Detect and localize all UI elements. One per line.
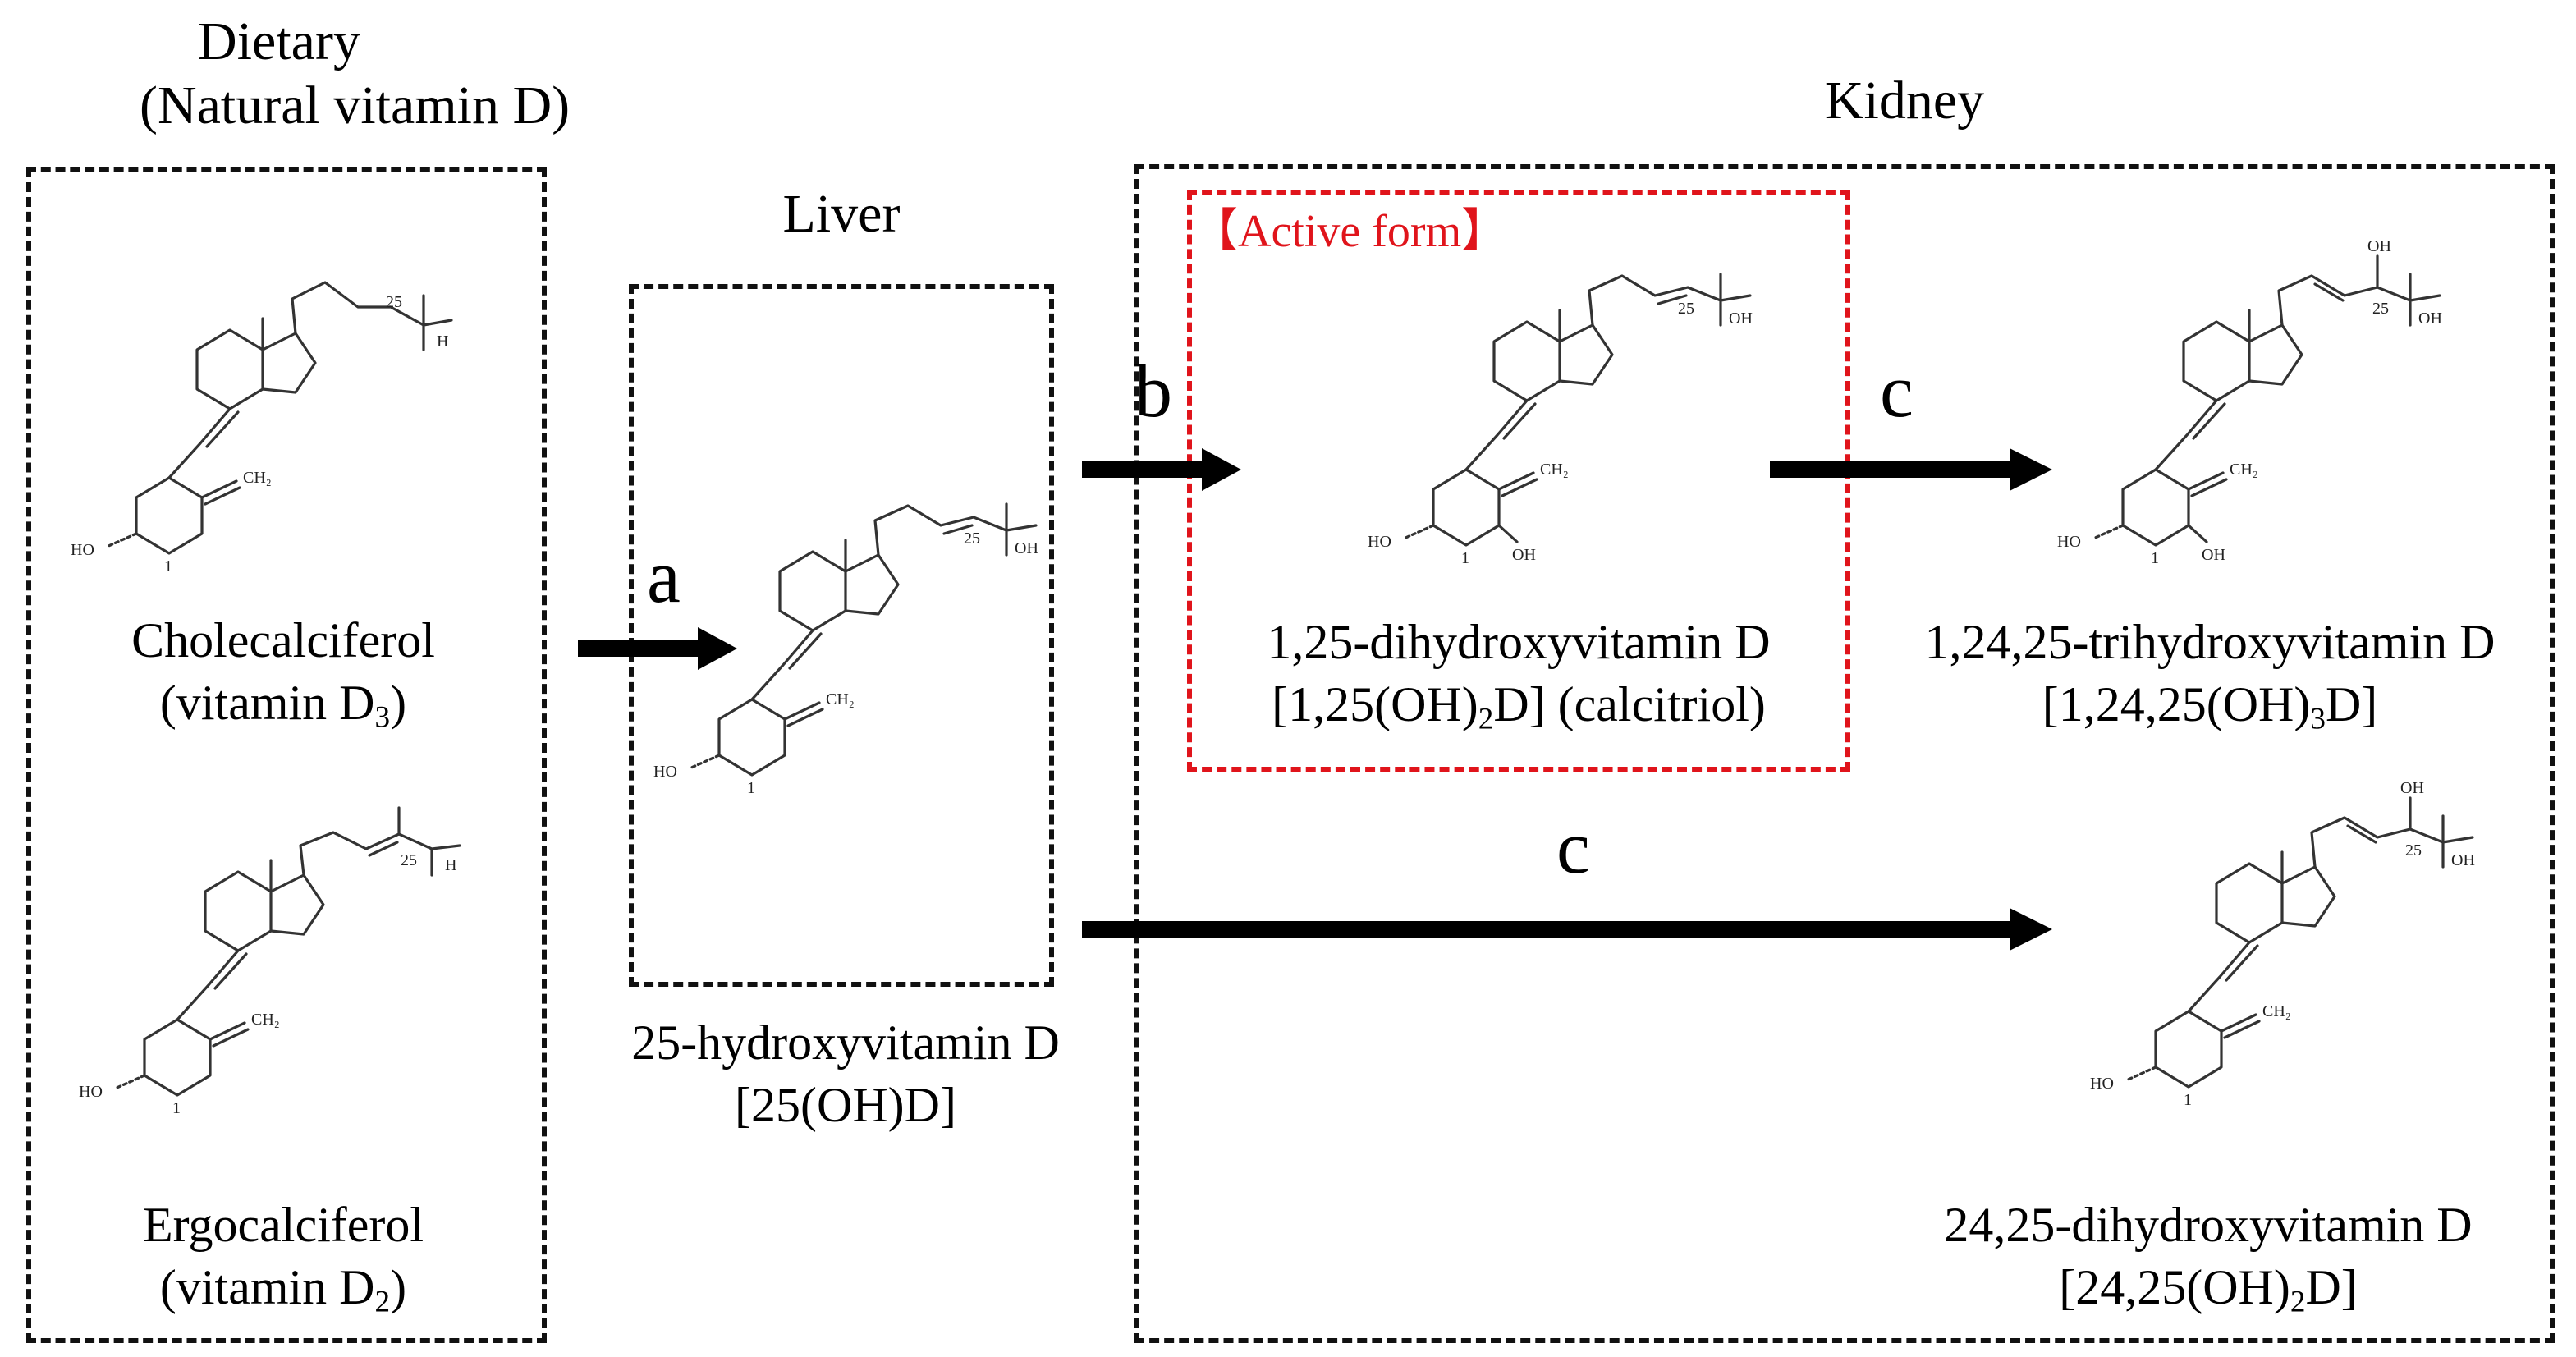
ho-label: HO	[2090, 1075, 2114, 1093]
ho-label: HO	[71, 541, 94, 559]
active-form-label: 【Active form】	[1192, 206, 1508, 257]
ch2-label: CH₂	[2230, 461, 2258, 479]
hydroxy25-structure-icon: CH₂ HO 1 25 OH	[653, 502, 1038, 797]
arrow-b	[1082, 448, 1241, 491]
arrow-letter-b: b	[1134, 349, 1172, 433]
c1-label: 1	[2151, 549, 2159, 567]
oh-25-label: OH	[1729, 309, 1753, 328]
c25-label: 25	[386, 293, 402, 311]
dihydroxy125-structure-icon: CH₂ HO 1 OH 25 OH	[1368, 273, 1753, 567]
hydroxy25-abbr: [25(OH)D]	[735, 1078, 956, 1132]
oh-24-label: OH	[2367, 237, 2391, 255]
ho-label: HO	[1368, 533, 1391, 551]
dihydroxy125-abbr: [1,25(OH)2D] (calcitriol)	[1272, 677, 1766, 736]
oh-1-label: OH	[1512, 546, 1536, 564]
cholecalciferol-label: Cholecalciferol (vitamin D3)	[49, 609, 517, 734]
ch2-label: CH₂	[826, 690, 855, 708]
dihydroxy2425-abbr: [24,25(OH)2D]	[2059, 1260, 2358, 1319]
c1-label: 1	[747, 779, 755, 797]
c25-label: 25	[2405, 841, 2422, 860]
c1-label: 1	[172, 1099, 181, 1117]
cholecalciferol-alt: (vitamin D3)	[159, 676, 407, 735]
dietary-box	[26, 167, 547, 1343]
c1-label: 1	[164, 557, 172, 575]
oh-1-label: OH	[2202, 546, 2225, 564]
trihydroxy12425-abbr: [1,24,25(OH)3D]	[2042, 677, 2378, 736]
c1-label: 1	[2184, 1091, 2192, 1109]
liver-title: Liver	[782, 184, 901, 244]
oh-24-label: OH	[2400, 779, 2424, 797]
cholecalciferol-structure-icon: CH₂ HO 1 25 H	[71, 281, 453, 575]
kidney-title: Kidney	[1824, 71, 1985, 131]
active-form-box	[1187, 190, 1850, 772]
ho-label: HO	[2057, 533, 2081, 551]
dihydroxy2425-label: 24,25-dihydroxyvitamin D [24,25(OH)2D]	[1888, 1194, 2528, 1318]
trihydroxy12425-structure-icon: CH₂ HO 1 OH OH 25 OH	[2057, 237, 2442, 567]
arrow-letter-a: a	[647, 534, 681, 618]
dihydroxy2425-structure-icon: CH₂ HO 1 OH 25 OH	[2090, 779, 2475, 1109]
oh-25-label: OH	[2418, 309, 2442, 328]
oh-label: OH	[1015, 539, 1038, 557]
c1-label: 1	[1461, 549, 1469, 567]
h-label: H	[437, 332, 448, 351]
c25-label: 25	[401, 851, 417, 869]
ergocalciferol-name: Ergocalciferol	[142, 1198, 424, 1252]
arrow-a	[578, 627, 737, 670]
ergocalciferol-alt: (vitamin D2)	[159, 1260, 407, 1319]
arrow-c-upper	[1770, 448, 2052, 491]
dihydroxy125-label: 1,25-dihydroxyvitamin D [1,25(OH)2D] (ca…	[1199, 611, 1839, 736]
hydroxy25-label: 25-hydroxyvitamin D [25(OH)D]	[591, 1011, 1100, 1136]
trihydroxy12425-label: 1,24,25-trihydroxyvitamin D [1,24,25(OH)…	[1865, 611, 2555, 736]
ch2-label: CH₂	[251, 1011, 280, 1029]
arrow-letter-c-upper: c	[1880, 349, 1914, 433]
oh-25-label: OH	[2451, 851, 2475, 869]
ho-label: HO	[79, 1083, 103, 1101]
c25-label: 25	[964, 530, 980, 548]
c25-label: 25	[1678, 300, 1694, 318]
kidney-box	[1134, 164, 2555, 1343]
h-label: H	[445, 856, 456, 874]
trihydroxy12425-name: 1,24,25-trihydroxyvitamin D	[1924, 615, 2496, 669]
c25-label: 25	[2372, 300, 2389, 318]
ch2-label: CH₂	[2262, 1002, 2291, 1020]
dietary-title-line1: Dietary	[198, 11, 360, 71]
arrow-letter-c-lower: c	[1556, 805, 1590, 889]
dihydroxy125-name: 1,25-dihydroxyvitamin D	[1267, 615, 1771, 669]
ergocalciferol-label: Ergocalciferol (vitamin D2)	[49, 1194, 517, 1318]
liver-box	[629, 284, 1054, 987]
ho-label: HO	[653, 763, 677, 781]
cholecalciferol-name: Cholecalciferol	[131, 613, 435, 667]
ch2-label: CH₂	[243, 469, 272, 487]
arrow-c-lower	[1082, 908, 2052, 951]
ergocalciferol-structure-icon: CH₂ HO 1 25 H	[79, 806, 461, 1117]
hydroxy25-name: 25-hydroxyvitamin D	[631, 1015, 1060, 1070]
dihydroxy2425-name: 24,25-dihydroxyvitamin D	[1944, 1198, 2473, 1252]
ch2-label: CH₂	[1540, 461, 1569, 479]
